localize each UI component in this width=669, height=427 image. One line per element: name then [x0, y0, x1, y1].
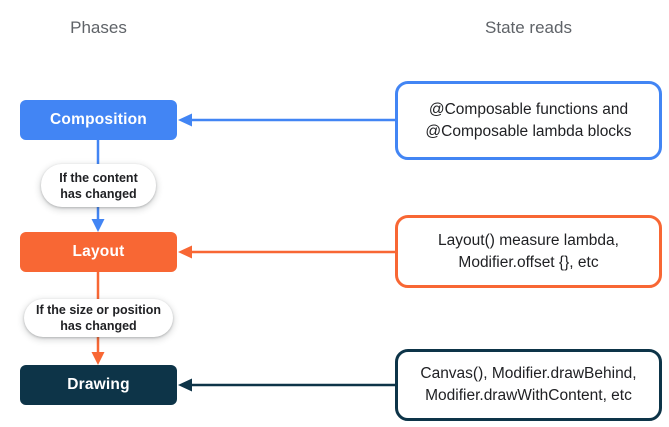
state-reads-text-line1: Layout() measure lambda,	[438, 231, 619, 249]
arrowhead-reads-to-layout	[178, 245, 192, 259]
state-reads-text-line2: @Composable lambda blocks	[425, 122, 632, 140]
arrowhead-reads-to-drawing	[178, 378, 192, 392]
phase-box-layout: Layout	[20, 232, 177, 272]
state-reads-text-line1: @Composable functions and	[428, 100, 629, 118]
state-reads-column-heading: State reads	[485, 18, 572, 37]
condition-bubble-content-changed: If the content has changed	[41, 164, 156, 207]
phase-label-composition: Composition	[50, 111, 147, 128]
condition-bubble-size-position-changed: If the size or position has changed	[24, 299, 173, 337]
phases-column-heading: Phases	[70, 18, 127, 37]
arrowhead-condition-to-drawing	[91, 352, 105, 365]
phase-box-composition: Composition	[20, 100, 177, 140]
state-reads-box-composition: @Composable functions and @Composable la…	[395, 81, 662, 160]
arrowhead-reads-to-composition	[178, 113, 192, 127]
state-reads-box-layout: Layout() measure lambda, Modifier.offset…	[395, 215, 662, 288]
condition-text-line2: has changed	[60, 319, 137, 333]
phase-label-drawing: Drawing	[67, 376, 130, 393]
condition-text-line2: has changed	[60, 186, 137, 201]
state-reads-text-line2: Modifier.drawWithContent, etc	[425, 387, 632, 404]
phase-label-layout: Layout	[72, 243, 125, 260]
condition-text-line1: If the content	[59, 170, 138, 185]
state-reads-box-drawing: Canvas(), Modifier.drawBehind, Modifier.…	[395, 349, 662, 421]
state-reads-text-line2: Modifier.offset {}, etc	[458, 253, 599, 271]
condition-text-line1: If the size or position	[35, 303, 161, 317]
state-reads-text-line1: Canvas(), Modifier.drawBehind,	[420, 365, 637, 382]
phase-box-drawing: Drawing	[20, 365, 177, 405]
arrowhead-condition-to-layout	[91, 219, 105, 232]
